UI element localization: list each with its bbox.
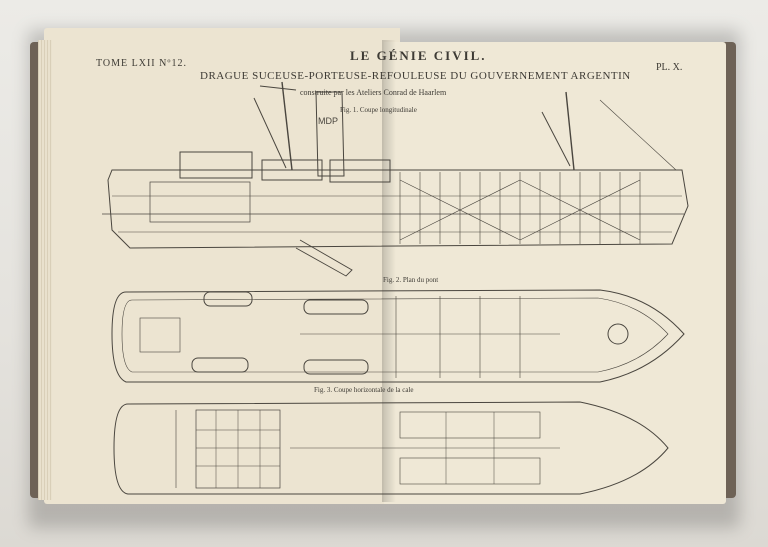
plate-title: DRAGUE SUCEUSE-PORTEUSE-REFOULEUSE DU GO… — [200, 70, 631, 82]
hold-plan — [113, 401, 669, 495]
left-page — [44, 28, 400, 504]
page-edges — [38, 40, 52, 500]
right-page — [384, 42, 726, 504]
fig1-caption: Fig. 1. Coupe longitudinale — [340, 106, 417, 114]
journal-title: LE GÉNIE CIVIL. — [350, 48, 487, 63]
deck-plan — [111, 289, 685, 383]
longitudinal-section — [102, 81, 689, 277]
tome-label: TOME LXII Nº12. — [96, 58, 187, 69]
book-gutter — [382, 40, 396, 502]
fig2-caption: Fig. 2. Plan du pont — [383, 276, 439, 284]
plate-subtitle: construite par les Ateliers Conrad de Ha… — [300, 88, 447, 97]
funnel-mark: MDP — [318, 116, 338, 126]
fig3-caption: Fig. 3. Coupe horizontale de la cale — [314, 386, 414, 394]
plate-number: PL. X. — [656, 62, 683, 73]
